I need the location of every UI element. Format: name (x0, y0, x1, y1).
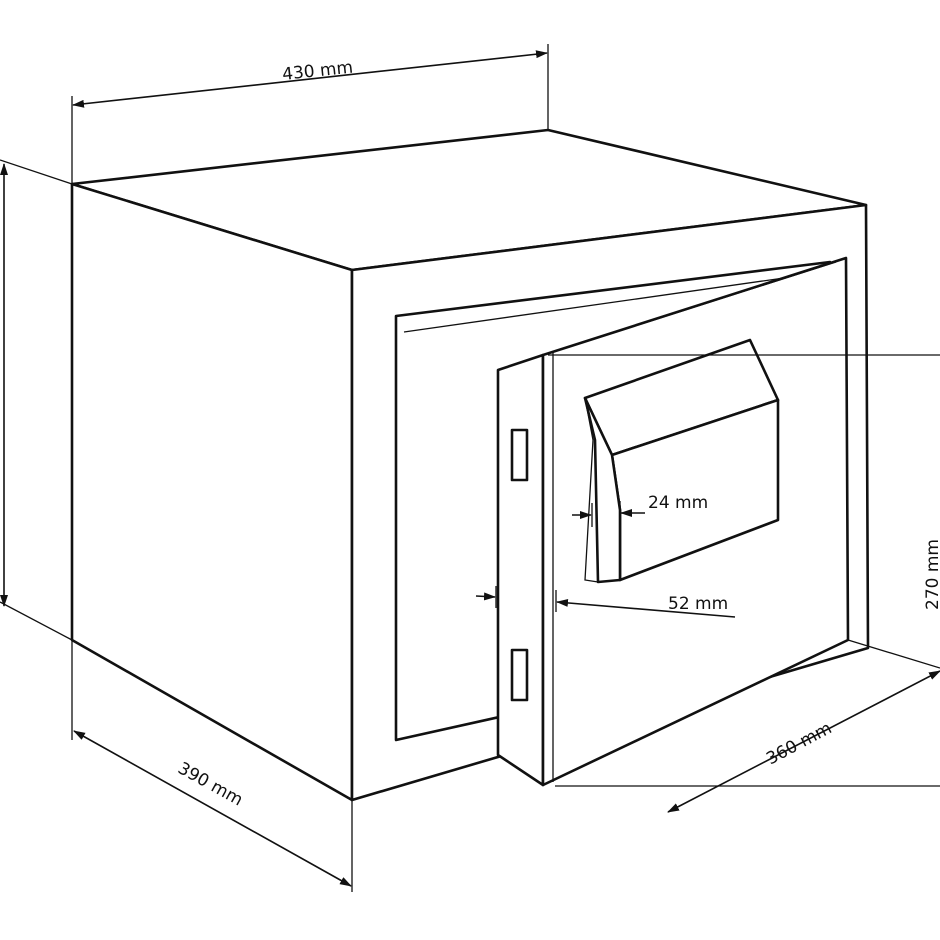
left-face (70, 182, 354, 802)
dimension-arrow (556, 598, 736, 618)
dim-handle-depth: 24 mm (572, 493, 708, 527)
door-edge-panel (496, 353, 545, 787)
dim-label-inner-depth: 360 mm (763, 718, 835, 769)
door-top-edge (552, 261, 837, 353)
door-handle (583, 338, 780, 584)
dim-label-door-thickness: 52 mm (668, 594, 728, 614)
extension-line (847, 639, 940, 669)
dim-label-depth: 390 mm (174, 758, 246, 810)
dim-width: 430 mm (71, 44, 549, 184)
dimension-arrow (73, 730, 352, 887)
dim-label-width: 430 mm (281, 58, 354, 85)
handle-lip (584, 397, 599, 583)
dim-inner-height: 270 mm (548, 354, 940, 610)
extension-line (0, 159, 73, 185)
extension-line (0, 601, 73, 641)
dim-label-inner-height: 270 mm (923, 539, 940, 610)
dim-door-thickness: 52 mm (475, 586, 736, 618)
hinge-bottom-icon (510, 648, 529, 702)
dim-label-handle-depth: 24 mm (648, 493, 708, 513)
dim-height (0, 159, 73, 641)
dimension-arrow (72, 50, 548, 108)
handle-side (583, 396, 622, 584)
opening-inner-edge (403, 271, 827, 333)
dimension-arrow (667, 670, 940, 813)
hinge-top-icon (510, 428, 529, 482)
dimension-arrow (475, 592, 496, 601)
